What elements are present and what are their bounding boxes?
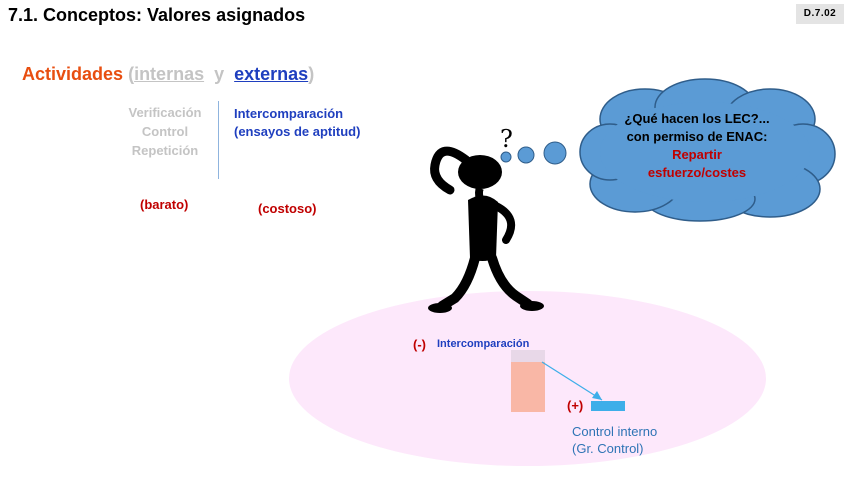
list-item-proficiency-tests: (ensayos de aptitud) [234, 124, 361, 139]
plus-label: (+) [567, 398, 584, 413]
slide-code-badge: D.7.02 [796, 4, 844, 24]
bubble-line-permission: con permiso de ENAC: [626, 129, 768, 144]
thinking-man-figure: ? [428, 125, 567, 313]
question-mark-icon: ? [500, 125, 513, 153]
activities-heading: Actividades (internas y externas) [22, 64, 314, 85]
thought-dot-medium-icon [517, 146, 535, 164]
costly-label: (costoso) [258, 201, 317, 216]
arrow-icon [541, 361, 603, 401]
internal-control-label: Control interno (Gr. Control) [572, 423, 657, 457]
bubble-line-question: ¿Qué hacen los LEC?... [624, 111, 770, 126]
intercomparison-bar-top [511, 350, 545, 362]
thought-cloud [579, 78, 836, 222]
thought-dot-small-icon [500, 151, 512, 163]
and-word: y [214, 64, 225, 84]
slide-title: 7.1. Conceptos: Valores asignados [8, 5, 306, 25]
list-item-verification: Verificación [128, 105, 202, 120]
thought-dot-large-icon [543, 141, 567, 165]
open-paren: ( [128, 64, 135, 84]
minus-label: (-) [413, 337, 426, 352]
external-activities-list: Intercomparación (ensayos de aptitud) [234, 105, 360, 141]
close-paren: ) [308, 64, 315, 84]
bubble-line-effort: esfuerzo/costes [647, 165, 747, 180]
thought-bubble-text: ¿Qué hacen los LEC?... con permiso de EN… [592, 110, 802, 182]
internal-control-line2: (Gr. Control) [572, 441, 644, 456]
internal-link[interactable]: internas [134, 64, 205, 84]
internal-control-line1: Control interno [572, 424, 658, 439]
external-link[interactable]: externas [234, 64, 309, 84]
cheap-label: (barato) [140, 197, 189, 212]
list-item-repetition: Repetición [131, 143, 199, 158]
internal-control-bar [591, 401, 625, 411]
intercomparison-label: Intercomparación [437, 338, 530, 350]
list-item-intercomparison: Intercomparación [234, 106, 344, 121]
activities-word: Actividades [22, 64, 124, 84]
list-item-control: Control [141, 124, 189, 139]
bubble-line-share: Repartir [672, 147, 722, 162]
intercomparison-bar [511, 362, 545, 412]
internal-activities-list: Verificación Control Repetición [110, 103, 220, 160]
divider-line [218, 101, 219, 179]
